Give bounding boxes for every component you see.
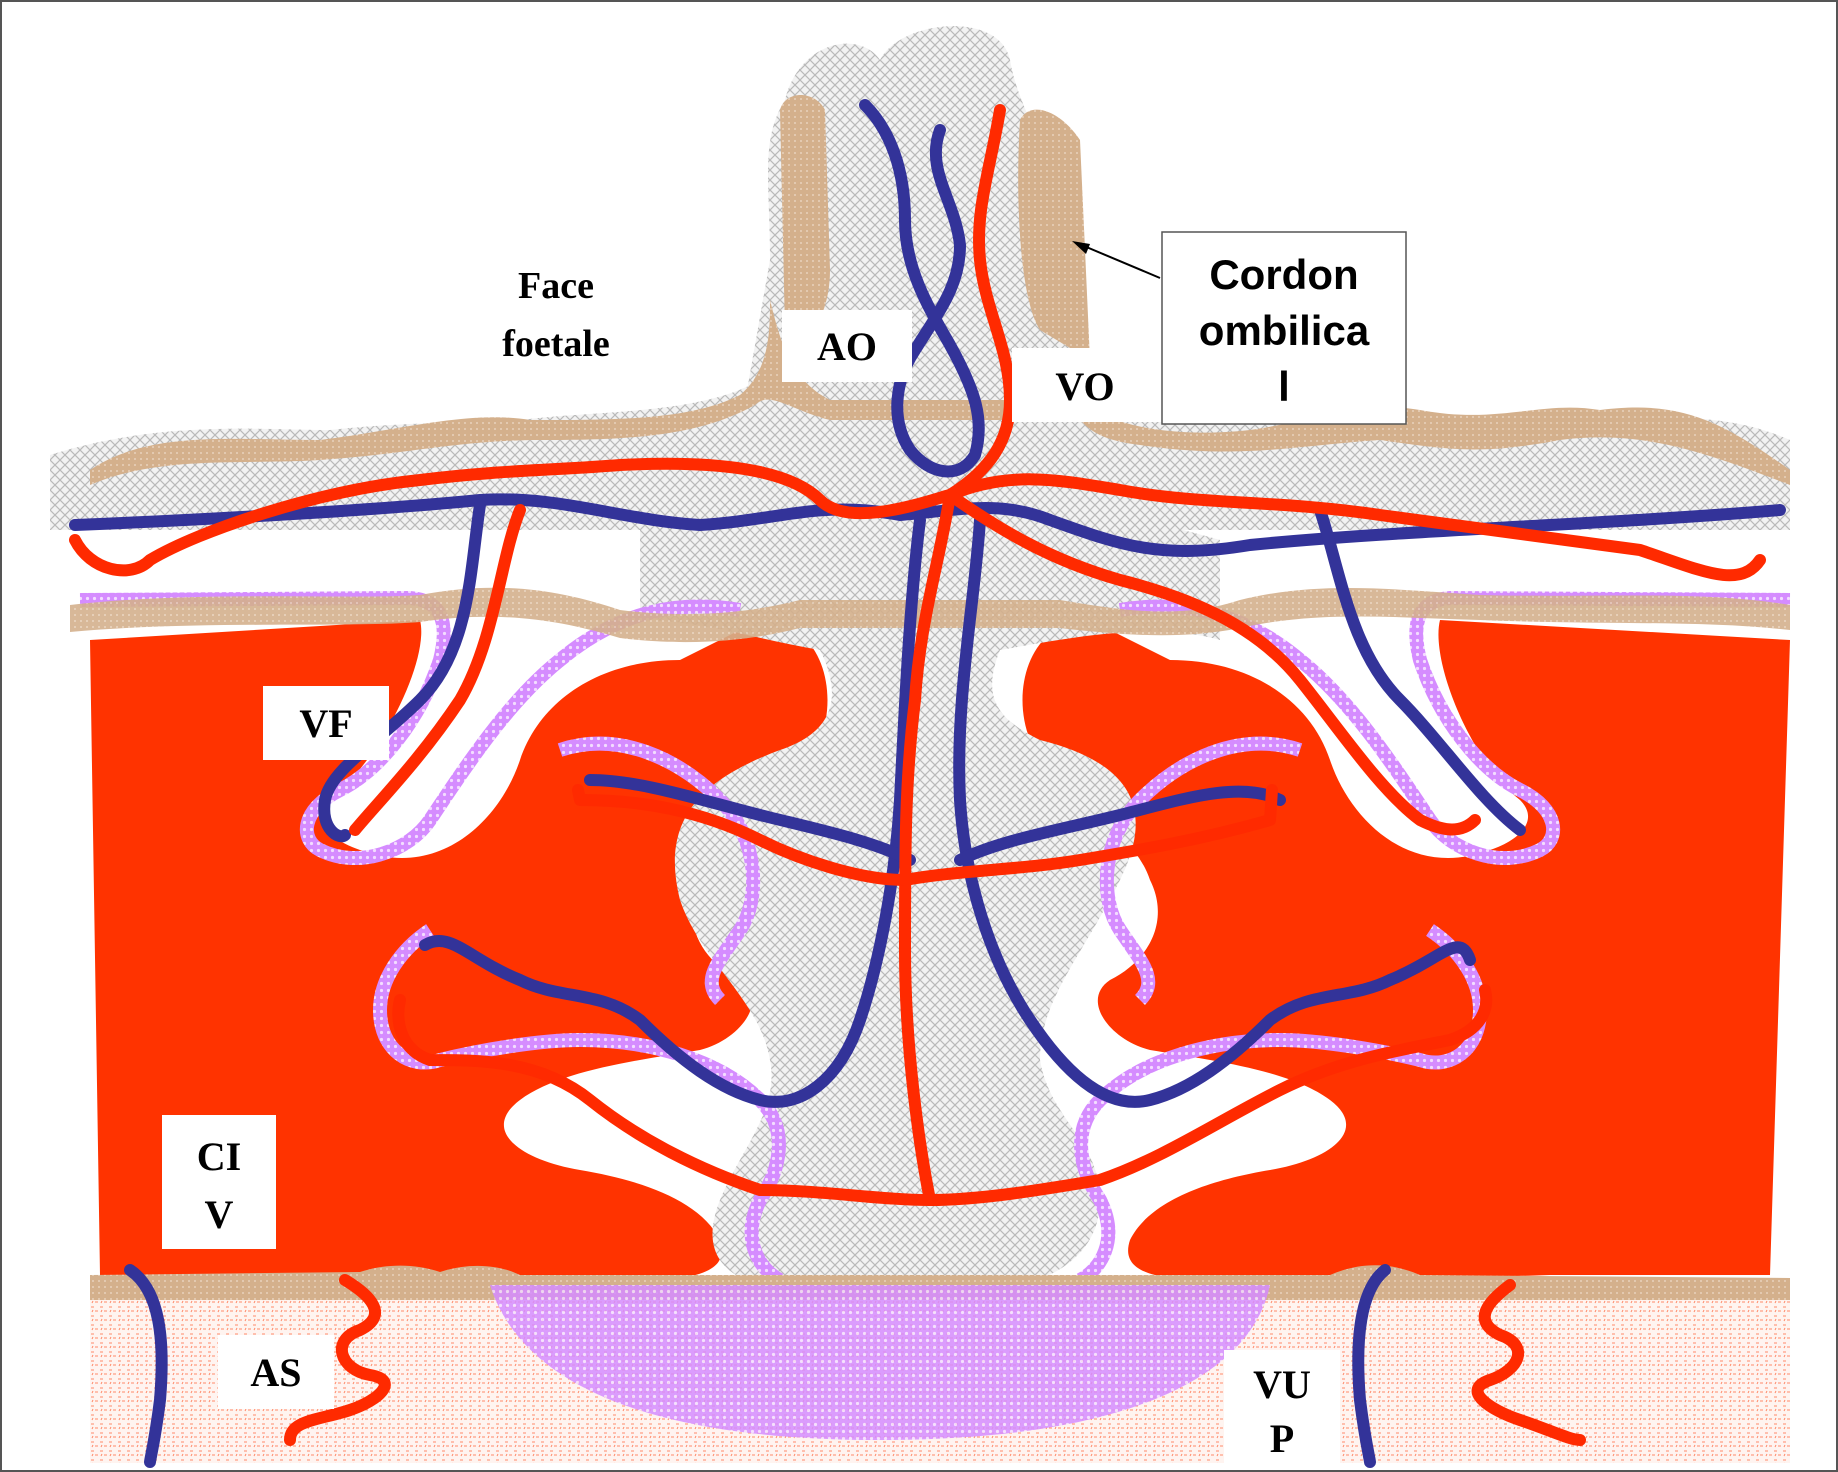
label-cordon-3: l xyxy=(1278,363,1290,410)
label-vup-2: P xyxy=(1270,1416,1294,1461)
cord-pointer-arrow xyxy=(1084,246,1160,278)
label-vo: VO xyxy=(1055,364,1114,409)
label-face-foetale-2: foetale xyxy=(502,323,610,365)
label-vup-1: VU xyxy=(1253,1362,1311,1407)
label-cordon-2: ombilica xyxy=(1199,307,1370,354)
label-civ-1: CI xyxy=(197,1134,241,1179)
label-civ-2: V xyxy=(205,1192,234,1237)
label-vf: VF xyxy=(299,701,352,746)
label-face-foetale-1: Face xyxy=(518,265,594,307)
label-ao: AO xyxy=(817,324,877,369)
cord-jelly-left xyxy=(780,95,830,340)
label-as: AS xyxy=(250,1350,301,1395)
label-cordon-1: Cordon xyxy=(1209,251,1358,298)
